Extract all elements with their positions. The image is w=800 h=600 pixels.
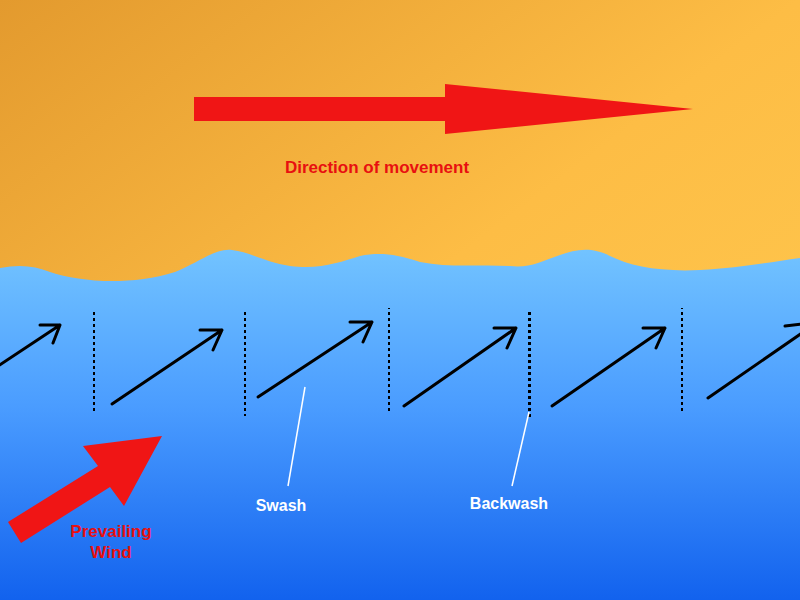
wind-label: Prevailing Wind: [61, 521, 161, 564]
swash-label: Swash: [221, 496, 341, 516]
movement-arrow: [194, 84, 693, 134]
leader-lines: [288, 387, 529, 486]
sea: [0, 250, 800, 600]
direction-label: Direction of movement: [247, 157, 507, 178]
backwash-lines: [93, 308, 684, 418]
swash-arrows: [0, 322, 800, 406]
backwash-label: Backwash: [439, 494, 579, 514]
